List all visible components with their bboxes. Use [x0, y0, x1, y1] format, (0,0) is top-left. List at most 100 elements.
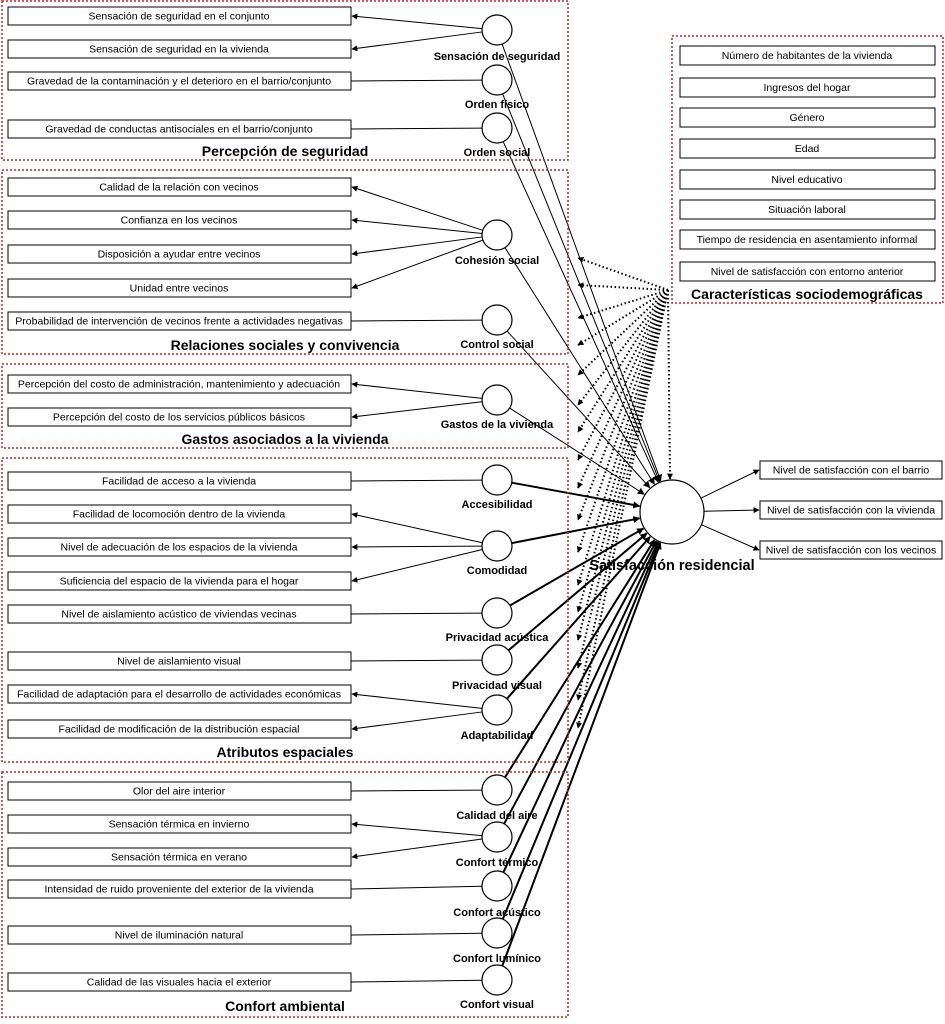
- indicator-link: [351, 838, 483, 860]
- indicator-disposicion-ayudar: Disposición a ayudar entre vecinos: [7, 244, 352, 264]
- latent-sensacion-seguridad: Sensación de seguridad: [434, 14, 561, 63]
- sociodemo-edad: Edad: [679, 138, 936, 159]
- indicator-link: [351, 821, 483, 837]
- indicator-link: [351, 711, 483, 732]
- indicator-link: [351, 401, 483, 420]
- indicator-contaminacion-deterioro: Gravedad de la contaminación y el deteri…: [7, 71, 352, 91]
- indicator-termica-invierno: Sensación térmica en invierno: [7, 814, 352, 834]
- svg-text:Facilidad de acceso a la vivie: Facilidad de acceso a la vivienda: [102, 476, 256, 488]
- indicator-seguridad-conjunto: Sensación de seguridad en el conjunto: [7, 6, 352, 26]
- structural-path: [504, 539, 656, 778]
- svg-text:Nivel de satisfacción con los: Nivel de satisfacción con los vecinos: [766, 545, 936, 557]
- indicator-link: [351, 236, 483, 257]
- indicator-costo-servicios: Percepción del costo de los servicios pú…: [7, 407, 352, 427]
- svg-text:Control social: Control social: [460, 339, 533, 351]
- svg-text:Facilidad de locomoción dentro: Facilidad de locomoción dentro de la viv…: [73, 509, 286, 521]
- central-label: Satisfacción residencial: [589, 558, 754, 574]
- indicator-link: [350, 319, 483, 322]
- outcome-satisfaccion-barrio: Nivel de satisfacción con el barrio: [759, 460, 943, 480]
- indicator-link: [350, 789, 483, 792]
- indicator-link: [351, 217, 483, 234]
- moderation-path: [577, 289, 669, 376]
- indicator-link: [351, 512, 483, 544]
- indicator-link: [351, 239, 484, 289]
- svg-text:Tiempo de residencia en asenta: Tiempo de residencia en asentamiento inf…: [697, 234, 918, 246]
- structural-path: [506, 536, 651, 700]
- latent-gastos-vivienda: Gastos de la vivienda: [441, 384, 554, 431]
- svg-text:Suficiencia del espacio de la: Suficiencia del espacio de la vivienda p…: [60, 576, 299, 588]
- svg-text:Número de habitantes de la viv: Número de habitantes de la vivienda: [722, 50, 893, 62]
- sociodemo-genero: Género: [679, 107, 936, 128]
- svg-text:Sensación de seguridad: Sensación de seguridad: [434, 51, 561, 63]
- indicator-link: [351, 549, 483, 583]
- indicator-olor-aire: Olor del aire interior: [7, 781, 352, 801]
- svg-text:Nivel educativo: Nivel educativo: [771, 174, 842, 186]
- svg-text:Confianza en los vecinos: Confianza en los vecinos: [121, 215, 238, 227]
- outcome-boxes: Nivel de satisfacción con el barrio Nive…: [759, 460, 943, 560]
- structural-path: [509, 527, 645, 607]
- svg-text:Nivel de satisfacción con el b: Nivel de satisfacción con el barrio: [773, 465, 930, 477]
- sociodemo-situacion-laboral: Situación laboral: [679, 199, 936, 220]
- sociodemographic-boxes: Número de habitantes de la vivienda Ingr…: [679, 45, 936, 282]
- svg-text:Unidad entre vecinos: Unidad entre vecinos: [130, 283, 229, 295]
- structural-path: [502, 141, 659, 483]
- latent-confort-visual: Confort visual: [460, 964, 534, 1011]
- outcome-link: [700, 469, 760, 499]
- group-title-confort-ambiental: Confort ambiental: [225, 998, 345, 1014]
- indicator-termica-verano: Sensación térmica en verano: [7, 847, 352, 867]
- moderation-path: [577, 289, 669, 521]
- svg-text:Gastos de la vivienda: Gastos de la vivienda: [441, 419, 554, 431]
- svg-text:Sensación de seguridad en la v: Sensación de seguridad en la vivienda: [89, 44, 269, 56]
- svg-text:Sensación térmica en verano: Sensación térmica en verano: [111, 852, 247, 864]
- group-frame-gastos-vivienda: [1, 363, 569, 449]
- svg-text:Nivel de adecuación de los esp: Nivel de adecuación de los espacios de l…: [61, 542, 298, 554]
- latent-orden-social: Orden social: [464, 112, 530, 159]
- structural-path: [507, 532, 648, 652]
- group-frame-percepcion-seguridad: [1, 0, 569, 161]
- group-frame-relaciones-sociales: [1, 169, 569, 355]
- indicator-seguridad-vivienda: Sensación de seguridad en la vivienda: [7, 39, 352, 59]
- svg-text:Comodidad: Comodidad: [467, 565, 528, 577]
- svg-text:Sensación térmica en invierno: Sensación térmica en invierno: [109, 819, 250, 831]
- svg-text:Confort térmico: Confort térmico: [456, 857, 539, 869]
- svg-text:Nivel de satisfacción con ento: Nivel de satisfacción con entorno anteri…: [711, 266, 904, 278]
- group-titles: Percepción de seguridad Relaciones socia…: [171, 143, 924, 1014]
- group-title-sociodemograficas: Características sociodemográficas: [691, 286, 923, 302]
- svg-text:Facilidad de modificación de l: Facilidad de modificación de la distribu…: [58, 724, 299, 736]
- indicator-link: [351, 13, 483, 30]
- svg-text:Privacidad visual: Privacidad visual: [452, 680, 542, 692]
- indicator-acceso-vivienda: Facilidad de acceso a la vivienda: [7, 471, 352, 491]
- sociodemo-habitantes: Número de habitantes de la vivienda: [679, 45, 936, 66]
- indicator-link: [350, 659, 483, 662]
- outcome-satisfaccion-vecinos: Nivel de satisfacción con los vecinos: [759, 540, 943, 560]
- svg-text:Percepción del costo de admini: Percepción del costo de administración, …: [18, 379, 340, 391]
- indicator-link: [350, 885, 483, 890]
- moderation-path: [576, 289, 669, 641]
- indicator-distribucion-espacial: Facilidad de modificación de la distribu…: [7, 719, 352, 739]
- moderation-path: [576, 289, 669, 669]
- moderation-path: [577, 289, 669, 461]
- svg-text:Facilidad de adaptación para e: Facilidad de adaptación para el desarrol…: [17, 689, 341, 701]
- moderation-path: [577, 289, 669, 346]
- indicator-link: [350, 479, 483, 482]
- moderation-path: [577, 289, 669, 320]
- latent-confort-termico: Confort térmico: [456, 821, 539, 869]
- indicator-link: [350, 127, 483, 130]
- svg-text:Orden físico: Orden físico: [465, 99, 529, 111]
- moderation-path: [666, 289, 673, 480]
- indicator-confianza-vecinos: Confianza en los vecinos: [7, 210, 352, 230]
- svg-text:Situación laboral: Situación laboral: [768, 204, 846, 216]
- outcome-link: [701, 524, 760, 551]
- svg-text:Percepción del costo de los se: Percepción del costo de los servicios pú…: [53, 412, 305, 424]
- indicator-adecuacion-espacios: Nivel de adecuación de los espacios de l…: [7, 537, 352, 557]
- svg-text:Calidad de las visuales hacia: Calidad de las visuales hacia el exterio…: [87, 977, 272, 989]
- indicator-ruido-exterior: Intensidad de ruido proveniente del exte…: [7, 879, 352, 899]
- sociodemo-ingresos: Ingresos del hogar: [679, 77, 936, 98]
- svg-text:Disposición a ayudar entre vec: Disposición a ayudar entre vecinos: [98, 249, 261, 261]
- structural-path: [509, 407, 645, 495]
- indicator-actividades-economicas: Facilidad de adaptación para el desarrol…: [7, 684, 352, 704]
- svg-text:Gravedad de la contaminación y: Gravedad de la contaminación y el deteri…: [27, 76, 331, 88]
- structural-path: [511, 481, 641, 509]
- indicator-aislamiento-visual: Nivel de aislamiento visual: [7, 651, 352, 671]
- indicator-link: [351, 31, 483, 52]
